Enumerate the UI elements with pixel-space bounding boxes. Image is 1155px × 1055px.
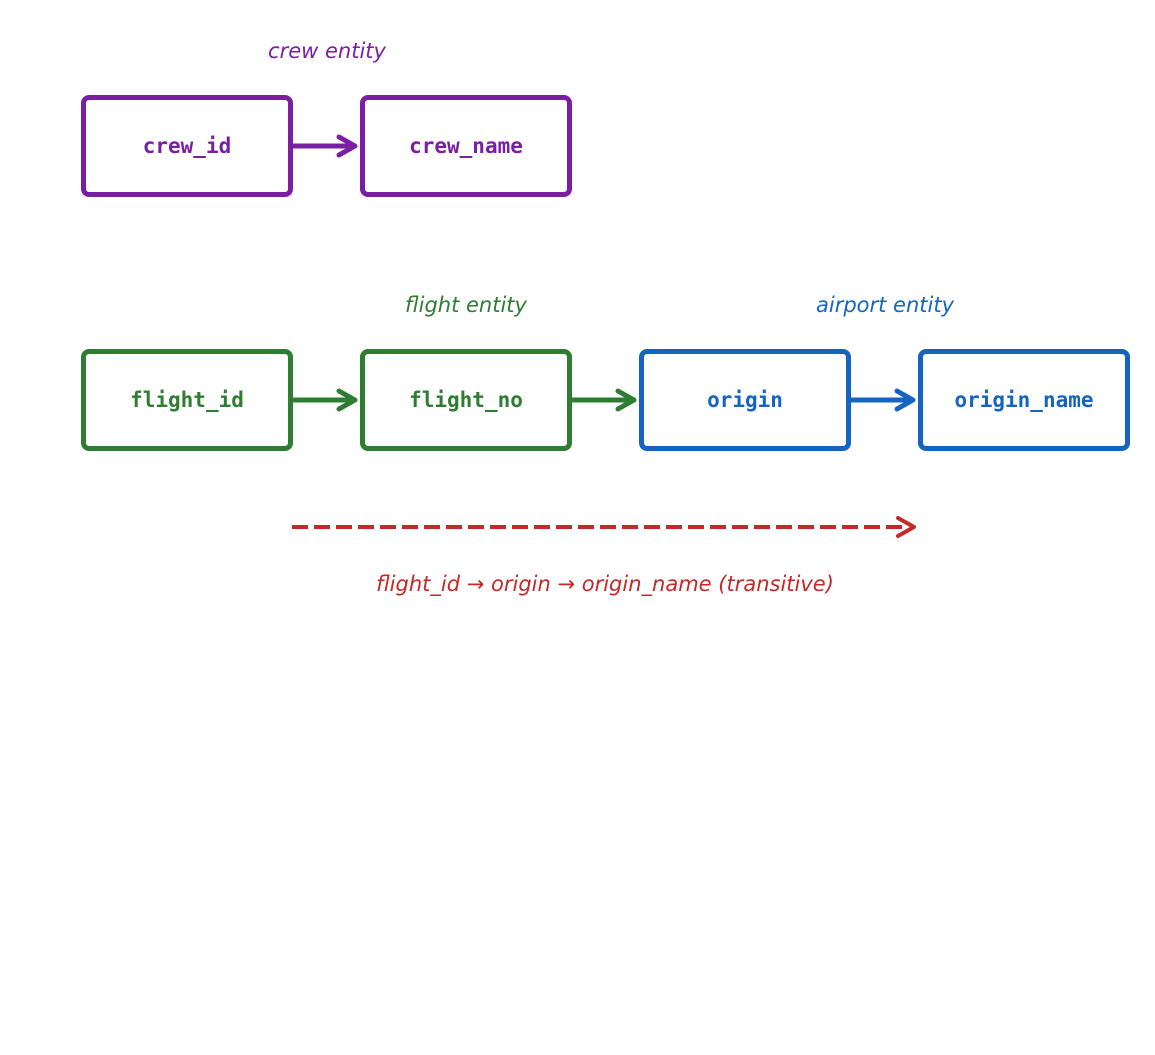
crew-id-box: crew_id <box>81 95 293 197</box>
flight-id-box: flight_id <box>81 349 293 451</box>
arrow-origin-to-origin-name <box>851 388 916 412</box>
arrow-flight-no-to-origin <box>572 388 637 412</box>
transitive-dependency-note: flight_id → origin → origin_name (transi… <box>376 572 834 596</box>
crew-name-box: crew_name <box>360 95 572 197</box>
transitive-dependency-arrow <box>292 516 916 538</box>
airport-entity-label: airport entity <box>815 293 955 317</box>
crew-name-label: crew_name <box>409 134 523 158</box>
arrow-crew-id-to-crew-name <box>293 134 358 158</box>
crew-id-label: crew_id <box>142 134 232 158</box>
flight-entity-label: flight entity <box>405 293 527 317</box>
flight-no-label: flight_no <box>409 388 523 412</box>
origin-label: origin <box>707 388 783 412</box>
flight-id-label: flight_id <box>130 388 244 412</box>
flight-no-box: flight_no <box>360 349 572 451</box>
origin-name-box: origin_name <box>918 349 1130 451</box>
arrow-flight-id-to-flight-no <box>293 388 358 412</box>
origin-name-label: origin_name <box>954 388 1094 412</box>
origin-box: origin <box>639 349 851 451</box>
crew-entity-label: crew entity <box>268 39 386 63</box>
